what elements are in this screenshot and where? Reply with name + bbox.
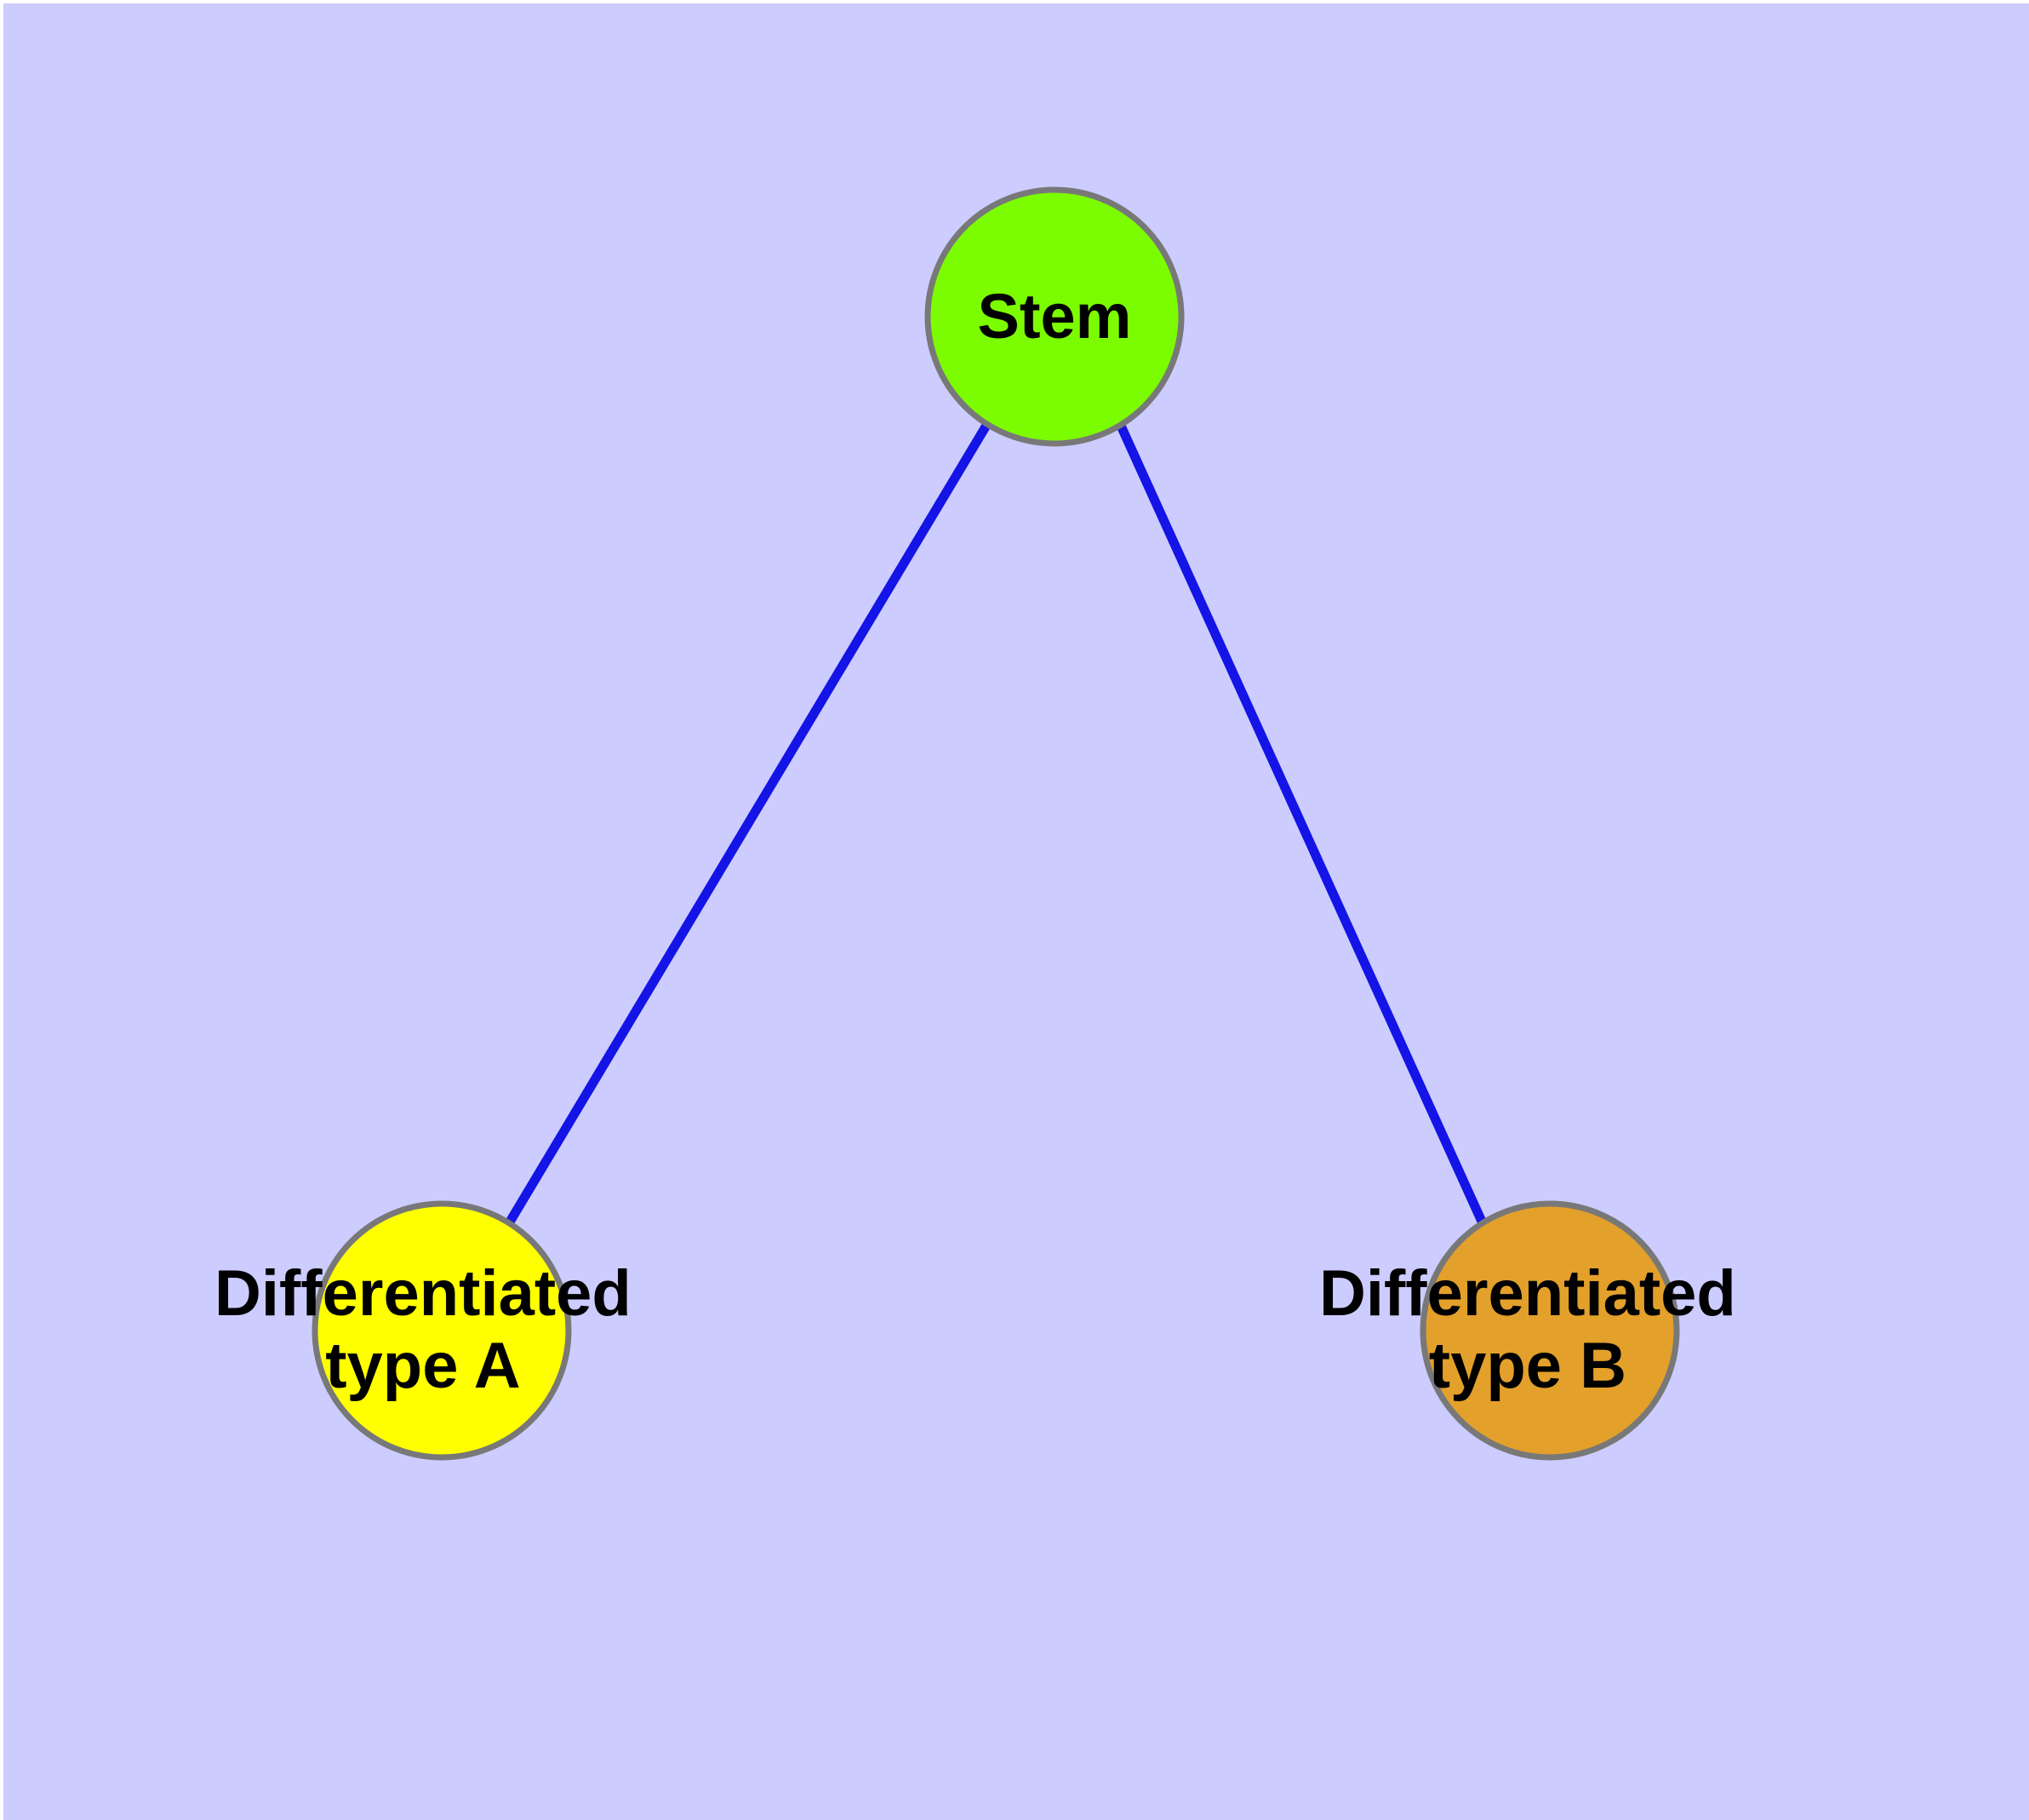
node-stem[interactable] <box>924 186 1185 447</box>
edges-layer <box>505 421 1488 1226</box>
edge-stem-to-differentiated-type-b[interactable] <box>1115 421 1488 1226</box>
node-differentiated-type-a[interactable] <box>311 1200 572 1461</box>
edge-stem-to-differentiated-type-a[interactable] <box>505 421 992 1226</box>
nodes-layer <box>311 186 1680 1461</box>
node-differentiated-type-b[interactable] <box>1420 1200 1680 1461</box>
